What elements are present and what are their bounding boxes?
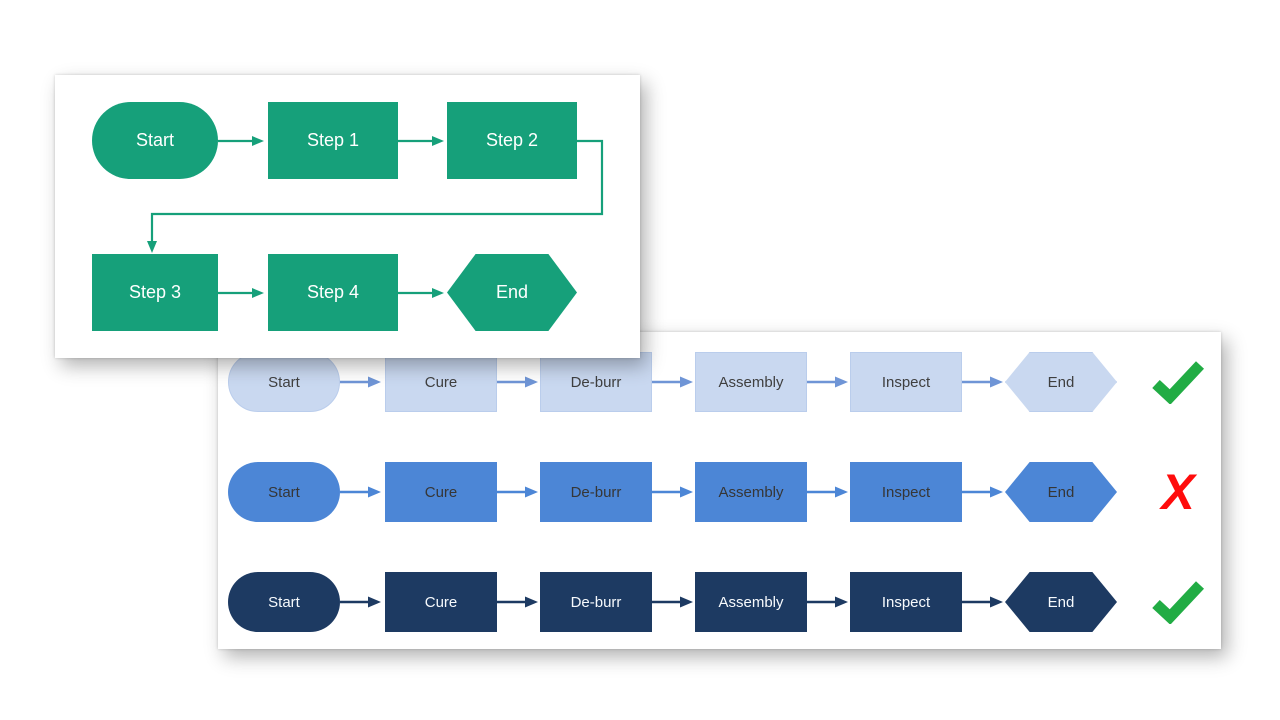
node-assembly: Assembly [695,352,807,412]
node-step-4: Step 4 [268,254,398,331]
node-inspect: Inspect [850,572,962,632]
node-step-2: Step 2 [447,102,577,179]
checkmark-icon [1148,574,1208,630]
node-inspect: Inspect [850,462,962,522]
comparison-card: Start Cure De-burr Assembly Inspect End … [218,332,1221,649]
node-cure: Cure [385,462,497,522]
node-assembly: Assembly [695,462,807,522]
node-end: End [1005,352,1117,412]
node-end: End [1005,462,1117,522]
node-start: Start [228,462,340,522]
node-de-burr: De-burr [540,352,652,412]
checkmark-icon [1148,354,1208,410]
node-start: Start [228,352,340,412]
node-inspect: Inspect [850,352,962,412]
x-mark-icon: X [1148,464,1208,520]
node-cure: Cure [385,572,497,632]
node-end: End [1005,572,1117,632]
x-mark-glyph: X [1161,464,1195,520]
node-end: End [447,254,577,331]
node-assembly: Assembly [695,572,807,632]
node-start: Start [92,102,218,179]
node-step-3: Step 3 [92,254,218,331]
node-step-1: Step 1 [268,102,398,179]
node-start: Start [228,572,340,632]
tutorial-flowchart-card: Start Step 1 Step 2 Step 3 Step 4 End [55,75,640,358]
node-de-burr: De-burr [540,462,652,522]
node-cure: Cure [385,352,497,412]
node-de-burr: De-burr [540,572,652,632]
